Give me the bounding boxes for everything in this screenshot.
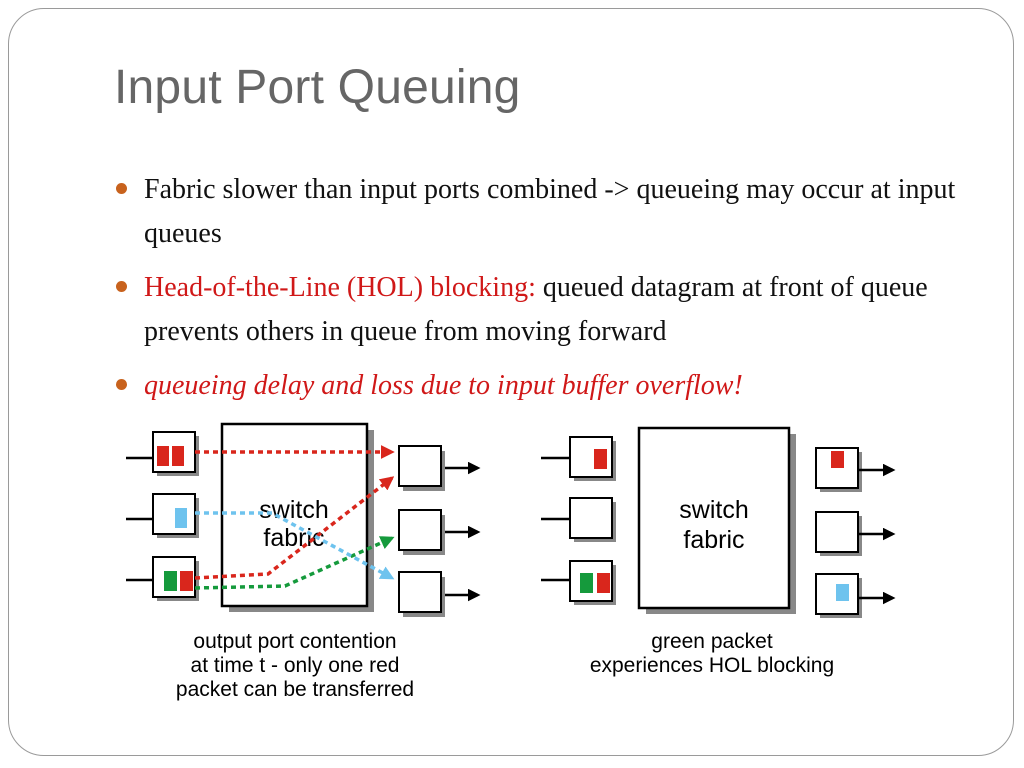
bullet-dot-icon: [116, 379, 127, 390]
switch-fabric-label: fabric: [263, 524, 324, 552]
red-packet: [172, 446, 184, 466]
blue-packet-path: [195, 511, 395, 580]
bullet-text: Fabric slower than input ports combined …: [144, 174, 956, 249]
left-caption-line: at time t - only one red: [191, 654, 400, 677]
output-port: [398, 445, 442, 487]
left-caption-line: packet can be transferred: [176, 678, 414, 701]
output-port: [815, 511, 859, 553]
input-port: [569, 497, 613, 539]
red-packet: [594, 449, 607, 469]
bullet-item: Head-of-the-Line (HOL) blocking: queued …: [114, 266, 974, 354]
switch-fabric-label: switch: [679, 496, 748, 524]
switch-fabric-label: fabric: [683, 526, 744, 554]
green-packet: [580, 573, 593, 593]
red-packet-path: [194, 476, 395, 580]
bullet-highlight-text: Head-of-the-Line (HOL) blocking:: [144, 272, 536, 303]
slide-frame: [8, 8, 1014, 756]
switch-fabric-label: switch: [259, 496, 328, 524]
red-packet: [831, 451, 844, 468]
slide-title: Input Port Queuing: [114, 61, 521, 114]
green-packet-path: [194, 536, 395, 590]
switch-fabric-box: [637, 426, 791, 610]
red-packet: [180, 571, 193, 591]
blue-packet: [836, 584, 849, 601]
bullet-item: queueing delay and loss due to input buf…: [114, 364, 974, 408]
left-diagram: switch fabric output port contention at …: [126, 422, 481, 701]
right-caption-line: experiences HOL blocking: [590, 654, 834, 677]
bullet-dot-icon: [116, 183, 127, 194]
bullet-text: queueing delay and loss due to input buf…: [144, 370, 743, 401]
output-port: [398, 509, 442, 551]
red-packet: [157, 446, 169, 466]
green-packet: [164, 571, 177, 591]
left-caption-line: output port contention: [193, 630, 396, 653]
blue-packet: [175, 508, 187, 528]
right-caption-line: green packet: [651, 630, 773, 653]
bullet-list: Fabric slower than input ports combined …: [114, 168, 974, 418]
input-port: [152, 493, 196, 535]
bullet-dot-icon: [116, 281, 127, 292]
switch-fabric-box: [220, 422, 369, 608]
right-diagram: switch fabric green packet experiences H…: [541, 426, 896, 677]
bullet-item: Fabric slower than input ports combined …: [114, 168, 974, 256]
bullet-text: queued datagram at front of queue preven…: [144, 272, 928, 347]
red-packet: [597, 573, 610, 593]
output-port: [398, 571, 442, 613]
